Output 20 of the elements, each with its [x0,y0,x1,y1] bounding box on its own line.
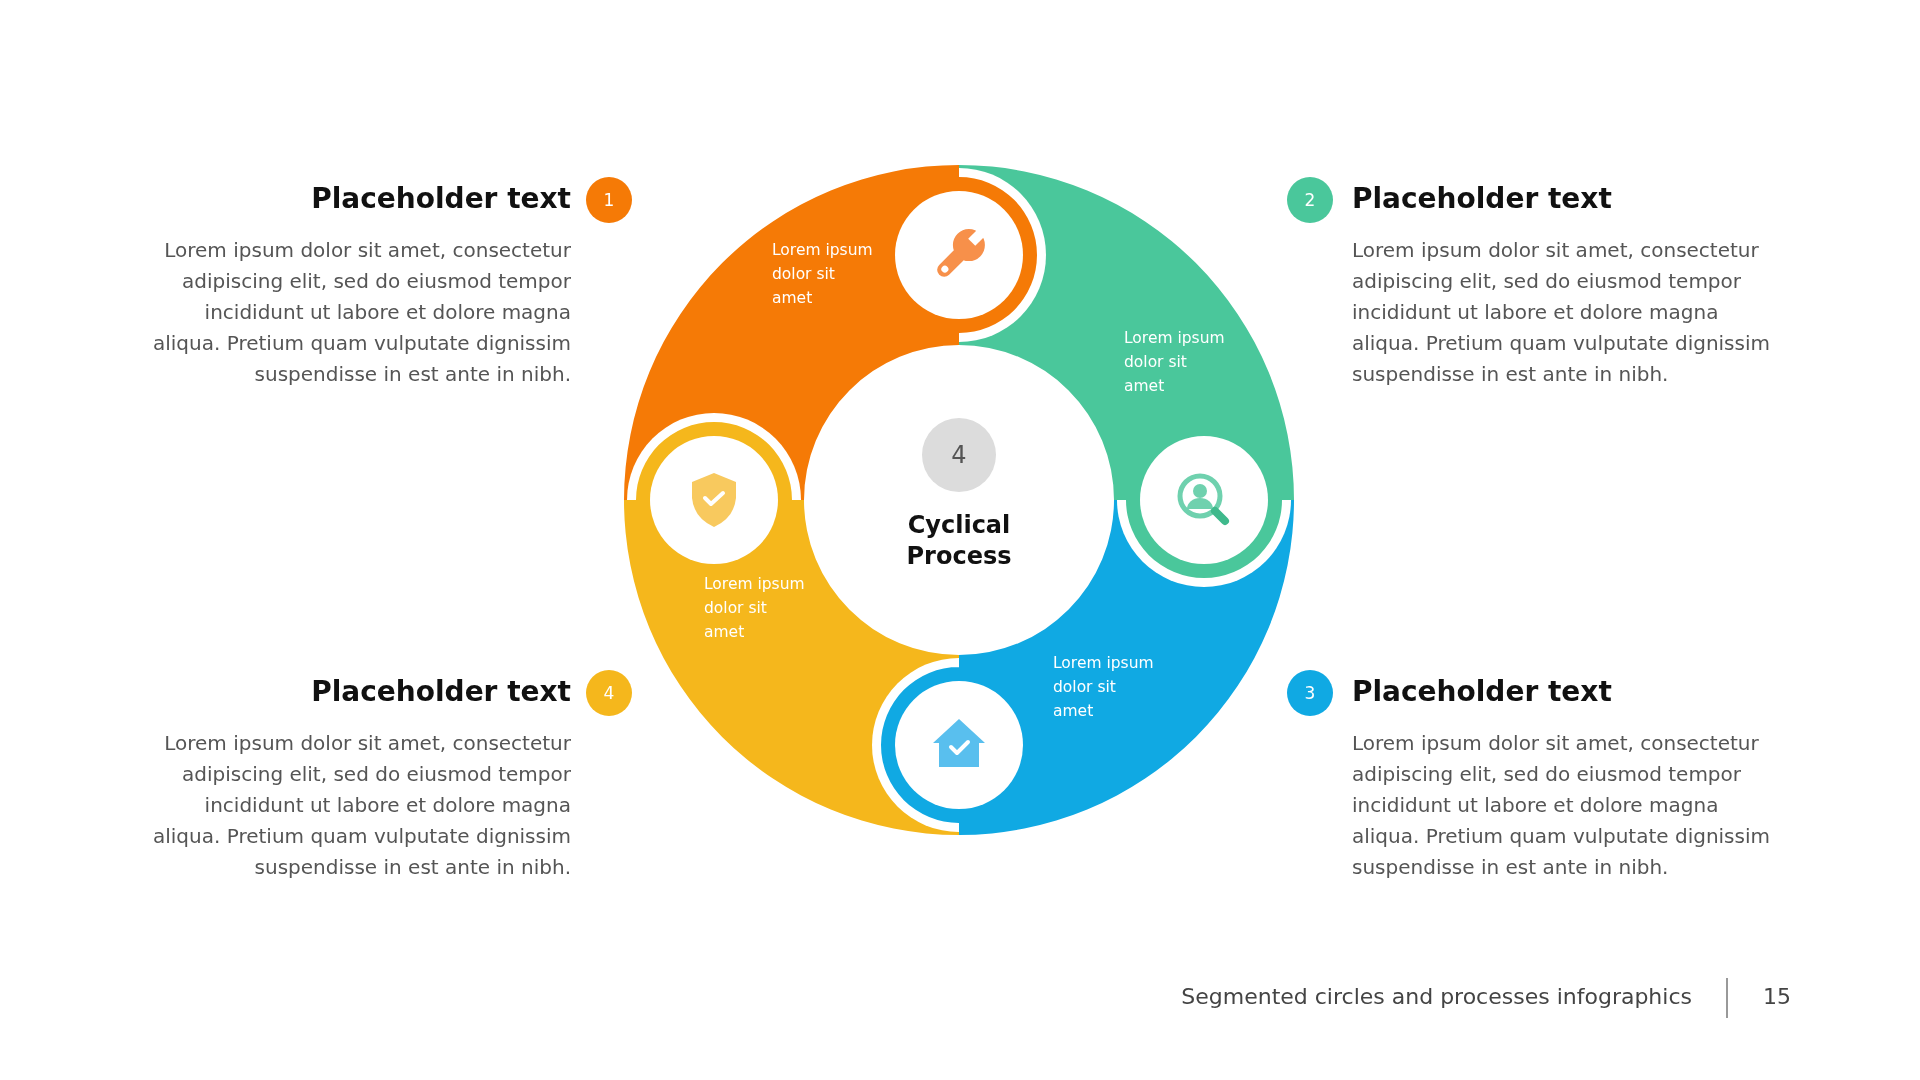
description: Lorem ipsum dolor sit amet, consectetur adipiscing elit, sed do eiusmod tempor incididunt ut labore et dolore magna aliqua. Pretium quam vulputate dignissim suspendisse in est ante in nibh. [1352,730,1771,881]
description: Lorem ipsum dolor sit amet, consectetur adipiscing elit, sed do eiusmod tempor incididunt ut labore et dolore magna aliqua. Pretium quam vulputate dignissim suspendisse in est ante in nibh. [1352,237,1771,388]
number-badge: 2 [1287,177,1333,223]
number-badge: 1 [586,177,632,223]
number-badge: 4 [586,670,632,716]
description: Lorem ipsum dolor sit amet, consectetur adipiscing elit, sed do eiusmod tempor incididunt ut labore et dolore magna aliqua. Pretium quam vulputate dignissim suspendisse in est ante in nibh. [152,237,571,388]
segment-label: Lorem ipsum dolor sit amet [704,574,806,643]
page-number: 15 [1763,984,1791,1009]
heading: Placeholder text [1352,182,1612,215]
heading: Placeholder text [1352,675,1612,708]
heading: Placeholder text [311,675,571,708]
footer-title: Segmented circles and processes infographics [1181,984,1692,1009]
description: Lorem ipsum dolor sit amet, consectetur adipiscing elit, sed do eiusmod tempor incididunt ut labore et dolore magna aliqua. Pretium quam vulputate dignissim suspendisse in est ante in nibh. [152,730,571,881]
heading: Placeholder text [311,182,571,215]
number-circle: 4 [922,418,996,492]
segment-label: Lorem ipsum dolor sit amet [1053,653,1155,722]
segment-label: Lorem ipsum dolor sit amet [772,240,874,309]
center-title: Cyclical Process [905,510,1013,572]
number-badge: 3 [1287,670,1333,716]
segment-label: Lorem ipsum dolor sit amet [1124,328,1226,397]
